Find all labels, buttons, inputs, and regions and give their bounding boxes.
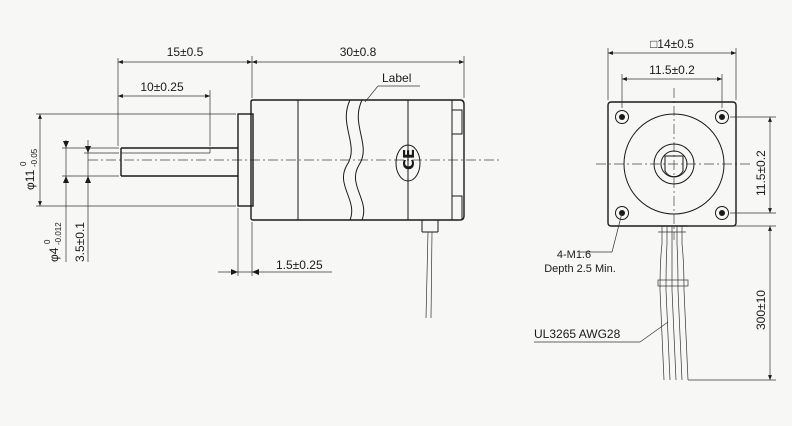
front-view: □14±0.5 11.5±0.2 11.5±0.2 4-M1.6 Depth 2… bbox=[534, 37, 776, 381]
arrow-flat-bottom bbox=[85, 176, 91, 183]
hole-leader bbox=[611, 212, 623, 253]
ce-mark-circle bbox=[395, 144, 421, 182]
side-view: CE 15±0.5 30±0.8 Label 10±0.25 φ11 0 bbox=[19, 45, 500, 319]
dim-shaft-diameter-group: φ4 0 -0.012 bbox=[43, 222, 63, 262]
dim-boss-tol-upper: 0 bbox=[19, 161, 28, 166]
front-shaft-d bbox=[664, 155, 684, 178]
label-leader-d bbox=[364, 85, 379, 103]
arrow-flat-top bbox=[85, 146, 91, 153]
hole-callout-line2: Depth 2.5 Min. bbox=[544, 263, 616, 275]
dim-shaft-tol-lower: -0.012 bbox=[54, 222, 63, 245]
dim-flat-depth: 3.5±0.1 bbox=[73, 222, 87, 262]
ce-mark-text: CE bbox=[400, 149, 418, 170]
front-boss-circle bbox=[653, 143, 695, 185]
endcap-notch-top bbox=[451, 109, 463, 135]
dim-boss-diameter: φ11 bbox=[23, 169, 37, 190]
dim-flat-length: 10±0.25 bbox=[140, 80, 184, 94]
dim-frame-size: □14±0.5 bbox=[650, 37, 694, 51]
dim-hole-spacing-v: 11.5±0.2 bbox=[754, 150, 768, 196]
front-pilot-circle bbox=[623, 113, 725, 215]
wire-spec: UL3265 AWG28 bbox=[534, 327, 621, 341]
dim-lead-length: 300±10 bbox=[754, 290, 768, 330]
dim-boss-length: 1.5±0.25 bbox=[276, 258, 323, 272]
arrow-shaft-top bbox=[63, 141, 69, 148]
boss-outline bbox=[237, 113, 254, 207]
mounting-holes bbox=[615, 110, 729, 220]
hole-callout-line1: 4-M1.6 bbox=[557, 249, 591, 261]
dim-shaft-tol-upper: 0 bbox=[43, 239, 52, 244]
break-line-left bbox=[342, 99, 353, 221]
dim-hole-spacing-h: 11.5±0.2 bbox=[649, 63, 695, 77]
label-callout: Label bbox=[382, 71, 411, 85]
dim-boss-diameter-group: φ11 0 -0.05 bbox=[19, 148, 39, 190]
shaft-outline bbox=[120, 147, 238, 177]
dim-boss-tol-lower: -0.05 bbox=[30, 148, 39, 167]
arrow-boss-left bbox=[231, 269, 238, 275]
wire-lead-1 bbox=[425, 231, 429, 319]
wire-leader bbox=[639, 321, 669, 343]
lead-wires bbox=[657, 226, 689, 381]
dim-shaft-diameter: φ4 bbox=[47, 247, 61, 262]
endcap-notch-bottom bbox=[451, 195, 463, 221]
arrow-boss-right bbox=[252, 269, 259, 275]
dim-body-length: 30±0.8 bbox=[340, 45, 377, 59]
dim-shaft-length: 15±0.5 bbox=[167, 45, 204, 59]
break-line-right bbox=[354, 99, 365, 221]
arrow-shaft-bottom bbox=[63, 176, 69, 183]
wire-lead-2 bbox=[430, 231, 433, 319]
